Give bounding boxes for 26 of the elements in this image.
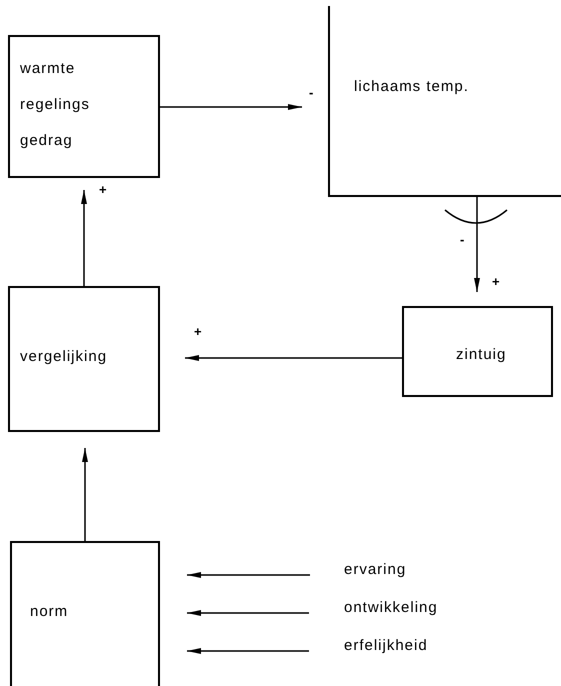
arrow <box>187 610 309 616</box>
arrow <box>187 572 310 578</box>
sign-label: - <box>309 86 314 100</box>
sign-label: + <box>492 275 501 289</box>
arrow <box>82 448 88 541</box>
node-text: norm <box>29 602 70 622</box>
arrow <box>474 197 480 292</box>
node-text: warmte regelings gedrag <box>19 59 91 151</box>
arrow <box>160 104 302 110</box>
arrow <box>81 190 87 286</box>
sign-label: + <box>194 325 203 339</box>
process-box <box>402 306 553 397</box>
process-box <box>8 286 160 432</box>
sign-label: - <box>460 233 466 247</box>
process-box <box>10 541 160 686</box>
node-text: ervaring <box>344 560 408 580</box>
process-box <box>8 35 160 178</box>
node-text: zintuig <box>455 345 508 365</box>
node-text: erfelijkheid <box>344 636 429 656</box>
node-text: vergelijking <box>19 347 108 367</box>
node-text: lichaams temp. <box>354 77 470 97</box>
sign-label: + <box>99 183 108 197</box>
node-text: ontwikkeling <box>344 598 439 618</box>
open-box <box>328 6 561 197</box>
arrow <box>187 648 309 654</box>
arrow <box>185 355 402 361</box>
